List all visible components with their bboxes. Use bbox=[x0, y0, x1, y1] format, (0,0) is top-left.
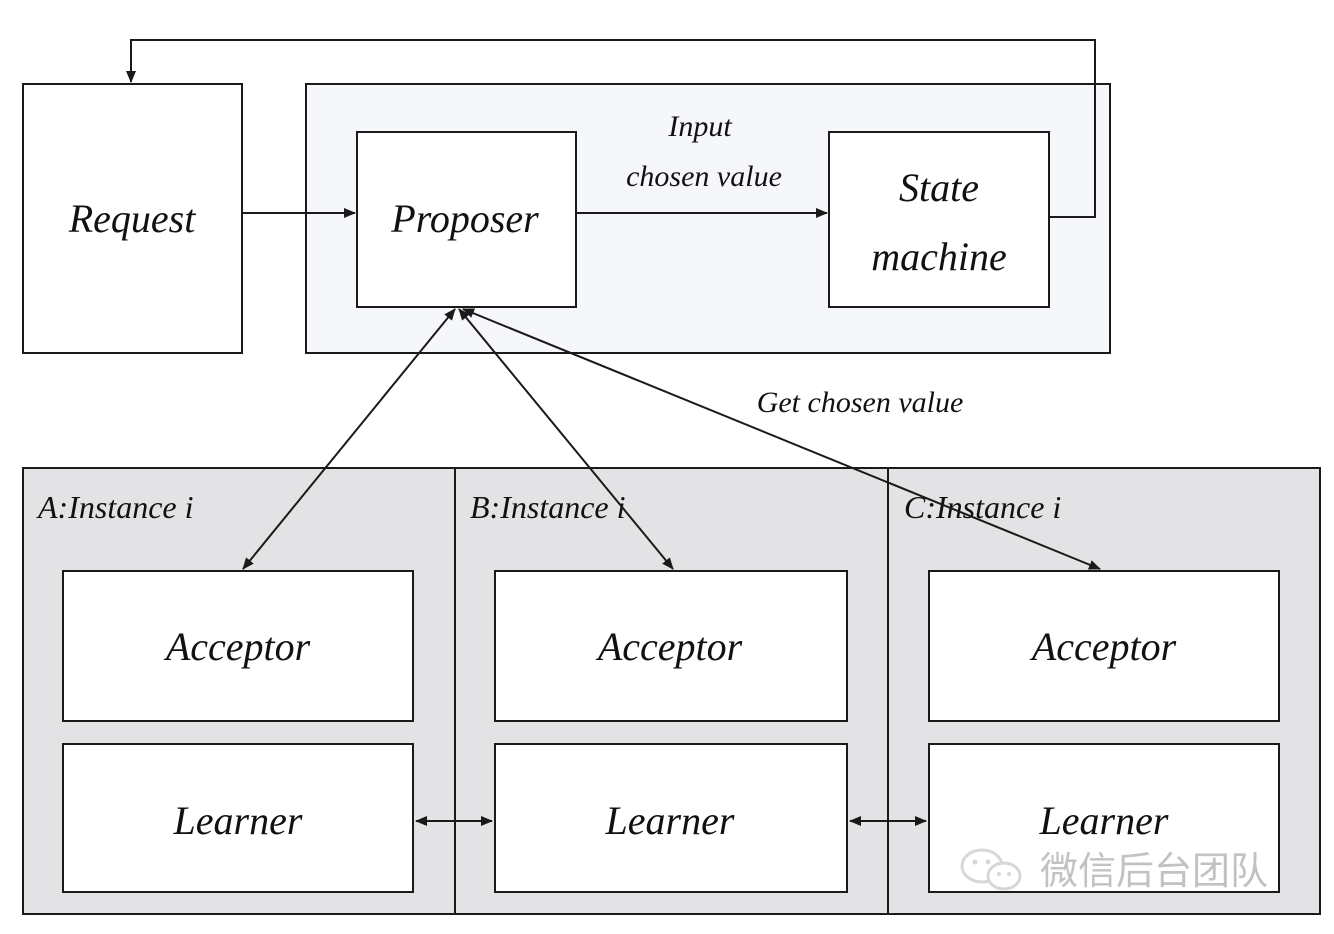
request-box bbox=[22, 83, 243, 354]
learner-box-a bbox=[62, 743, 414, 893]
acceptor-box-c bbox=[928, 570, 1280, 722]
learner-box-b bbox=[494, 743, 848, 893]
request-label: Request bbox=[68, 196, 197, 241]
arrow-proposer-acceptor-a bbox=[242, 308, 456, 570]
state-machine-label-line2: machine bbox=[871, 234, 1007, 279]
acceptor-label-c: Acceptor bbox=[1029, 624, 1177, 669]
learner-label-a: Learner bbox=[173, 798, 303, 843]
acceptor-box-a bbox=[62, 570, 414, 722]
arrow-state-machine-to-request bbox=[126, 39, 1096, 218]
proposer-box bbox=[356, 131, 577, 308]
state-machine-label-line1: State bbox=[899, 165, 979, 210]
input-label-line2: chosen value bbox=[626, 160, 782, 193]
acceptor-label-b: Acceptor bbox=[595, 624, 743, 669]
state-machine-box bbox=[828, 131, 1050, 308]
arrow-proposer-acceptor-c bbox=[462, 308, 1101, 570]
learner-label-c: Learner bbox=[1039, 798, 1169, 843]
watermark-text: 微信后台团队 bbox=[1040, 849, 1268, 893]
get-chosen-value-label: Get chosen value bbox=[757, 386, 964, 419]
instance-title-b: B:Instance i bbox=[470, 489, 626, 525]
acceptor-box-b bbox=[494, 570, 848, 722]
wechat-logo-icon bbox=[960, 848, 1022, 891]
learner-box-c bbox=[928, 743, 1280, 893]
instance-title-c: C:Instance i bbox=[904, 489, 1061, 525]
instance-title-a: A:Instance i bbox=[36, 489, 194, 525]
input-label-line1: Input bbox=[667, 110, 732, 143]
acceptor-label-a: Acceptor bbox=[163, 624, 311, 669]
learner-label-b: Learner bbox=[605, 798, 735, 843]
proposer-label: Proposer bbox=[390, 196, 539, 241]
